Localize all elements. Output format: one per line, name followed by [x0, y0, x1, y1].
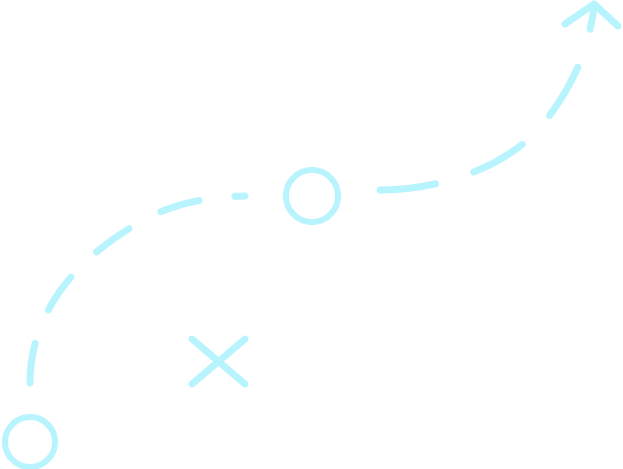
x-mark-icon — [188, 335, 249, 388]
waypoint-circle-icon — [283, 167, 341, 225]
dashed-path-lower — [26, 192, 249, 387]
arrow-head-icon — [561, 0, 622, 30]
dashed-path-upper — [376, 4, 598, 194]
start-circle-icon — [2, 414, 58, 469]
